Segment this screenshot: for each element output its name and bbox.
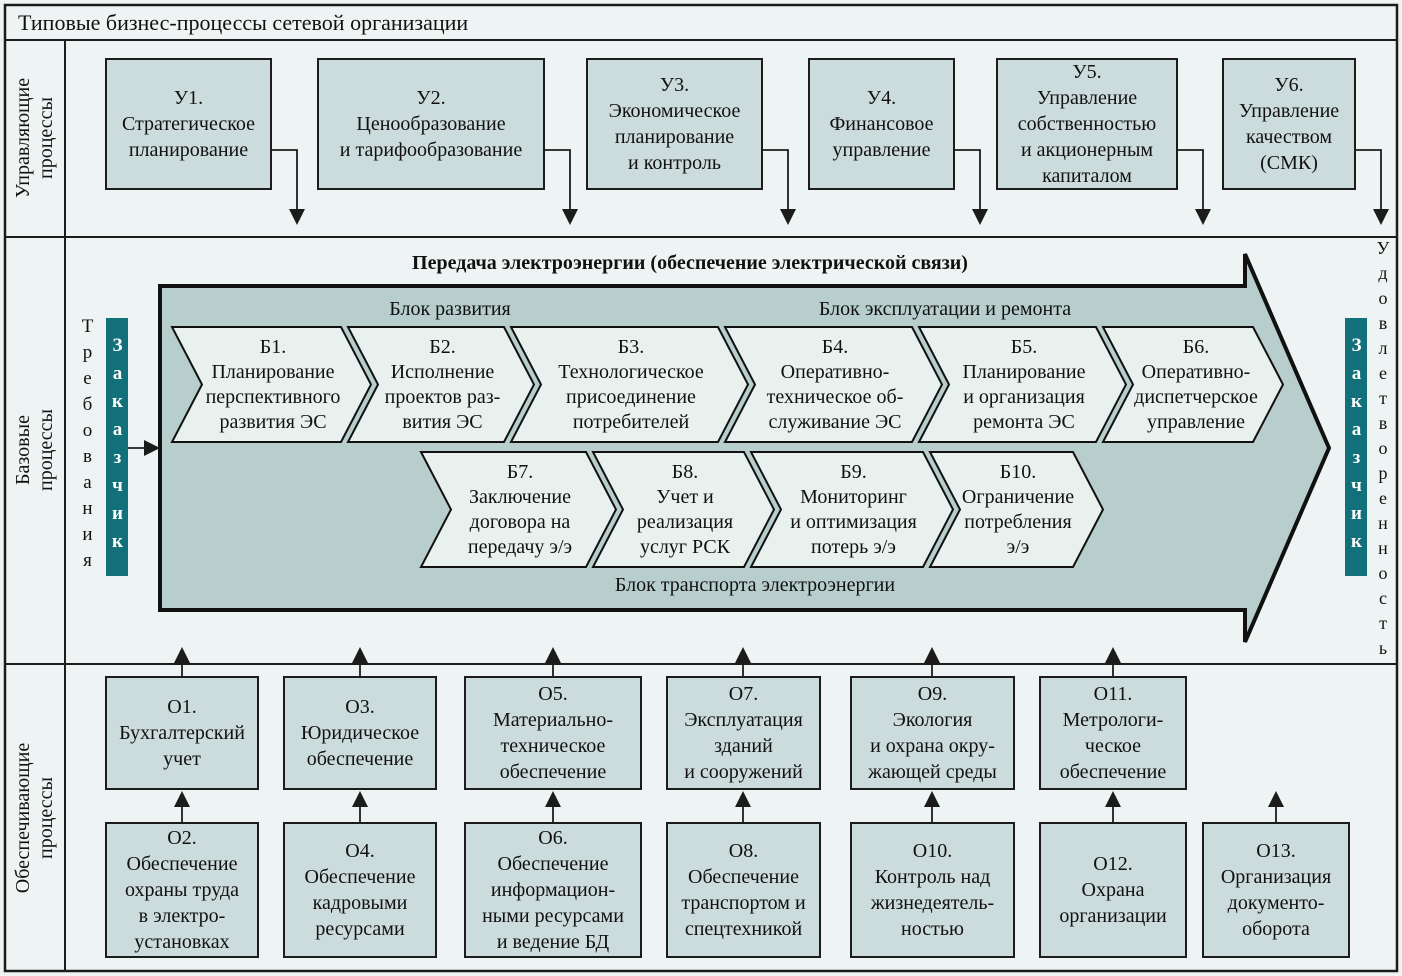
chevron-b10: Б10.Ограничение потребления э/э (961, 460, 1075, 558)
page-title: Типовые бизнес-процессы сетевой организа… (18, 10, 469, 35)
process-name: Ценообразование и тарифообразование (339, 113, 523, 161)
sidebar-label-support: Обеспечивающие процессы (12, 742, 57, 894)
requirements-word: Требования (77, 316, 98, 576)
process-box-o7: О7.Эксплуатация зданий и сооружений (666, 676, 821, 790)
chevron-b8: Б8.Учет и реализация услуг РСК (636, 460, 734, 558)
process-box-o3: О3.Юридическое обеспечение (283, 676, 437, 790)
process-box-u1: У1. Стратегическое планирование (105, 58, 272, 190)
block-label-development: Блок развития (389, 298, 511, 320)
process-box-o5: О5.Материально- техническое обеспечение (464, 676, 642, 790)
base-section-header: Передача электроэнергии (обеспечение эле… (412, 252, 968, 274)
process-number: У2. (416, 87, 446, 109)
chevron-shapes-row2 (419, 451, 1105, 568)
process-number: У4. (866, 87, 897, 109)
process-box-u6: У6. Управление качеством (СМК) (1222, 58, 1356, 190)
satisfaction-word: Удовлетворенность (1373, 237, 1393, 663)
chevron-b2: Б2.Исполнение проектов раз- вития ЭС (384, 335, 501, 433)
process-box-o9: О9.Экология и охрана окру- жающей среды (850, 676, 1015, 790)
process-box-o11: О11.Метрологи- ческое обеспечение (1039, 676, 1187, 790)
process-box-o2: О2.Обеспечение охраны труда в электро- у… (105, 822, 259, 958)
process-name: Стратегическое планирование (121, 113, 256, 161)
process-box-o1: О1.Бухгалтерский учет (105, 676, 259, 790)
process-name: Управление качеством (СМК) (1238, 100, 1340, 174)
chevron-b6: Б6.Оперативно- диспетчерское управление (1134, 335, 1258, 433)
chevron-b4: Б4.Оперативно- техническое об- служивани… (766, 335, 904, 433)
process-number: У3. (659, 74, 690, 96)
customer-bar-left: Заказчик (106, 318, 128, 576)
sidebar-label-management: Управляющие процессы (12, 77, 57, 199)
section-grid-lines (3, 3, 1399, 973)
process-box-o10: О10.Контроль над жизнедеятель- ностью (850, 822, 1015, 958)
chevron-b9: Б9.Мониторинг и оптимизация потерь э/э (790, 460, 917, 558)
process-box-u3: У3. Экономическое планирование и контрол… (586, 58, 763, 190)
sidebar-label-base: Базовые процессы (12, 409, 57, 491)
process-box-o12: О12.Охрана организации (1039, 822, 1187, 958)
process-box-o8: О8.Обеспечение транспортом и спецтехнико… (666, 822, 821, 958)
process-box-u2: У2. Ценообразование и тарифообразование (317, 58, 545, 190)
process-box-o6: О6.Обеспечение информацион- ными ресурса… (464, 822, 642, 958)
support-up-arrows-row2 (174, 791, 1284, 822)
management-down-arrows (272, 149, 1389, 225)
process-name: Экономическое планирование и контроль (608, 100, 741, 174)
process-box-o4: О4.Обеспечение кадровыми ресурсами (283, 822, 437, 958)
chevron-b3: Б3.Технологическое присоединение потреби… (558, 335, 704, 433)
chevron-b1: Б1.Планирование перспективного развития … (205, 335, 341, 433)
process-box-u5: У5. Управление собственностью и акционер… (996, 58, 1178, 190)
chevron-shapes-row1 (170, 326, 1285, 443)
block-label-transport: Блок транспорта электроэнергии (614, 574, 896, 596)
block-label-operation: Блок эксплуатации и ремонта (818, 298, 1072, 320)
process-box-u4: У4. Финансовое управление (808, 58, 955, 190)
chevron-b7: Б7.Заключение договора на передачу э/э (467, 460, 573, 558)
support-up-arrows-row1 (174, 647, 1121, 676)
process-name: Управление собственностью и акционерным … (1017, 87, 1157, 187)
process-number: У5. (1072, 61, 1102, 83)
chevron-b5: Б5.Планирование и организация ремонта ЭС (962, 335, 1086, 433)
process-box-o13: О13.Организация документо- оборота (1202, 822, 1350, 958)
process-name: Финансовое управление (829, 113, 934, 161)
process-number: У1. (173, 87, 204, 109)
customer-bar-right: Заказчик (1345, 318, 1367, 576)
process-number: У6. (1274, 74, 1304, 96)
